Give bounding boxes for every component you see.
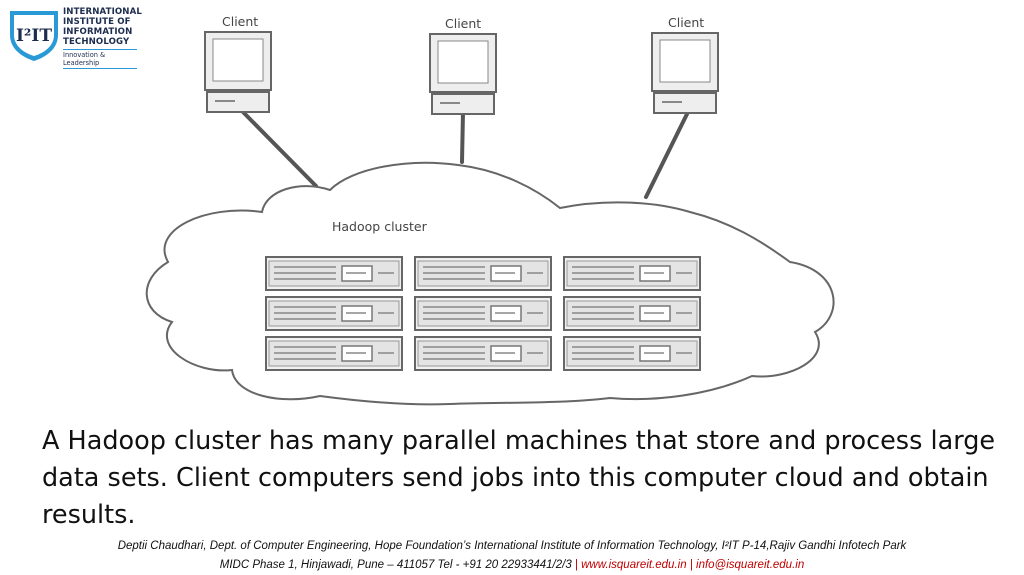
server-unit-icon <box>563 296 701 331</box>
logo-line-2: INSTITUTE OF <box>63 17 131 27</box>
footer-separator: | <box>574 559 578 571</box>
client-label: Client <box>668 15 704 30</box>
slide-caption: A Hadoop cluster has many parallel machi… <box>42 426 996 530</box>
client-label: Client <box>222 14 258 29</box>
slide-footer: Deptii Chaudhari, Dept. of Computer Engi… <box>0 537 1024 575</box>
server-grid <box>265 256 701 371</box>
connection-line <box>460 110 465 164</box>
logo-line-4: TECHNOLOGY <box>63 37 130 47</box>
i2it-logo-mark-icon: I²IT <box>10 11 58 61</box>
footer-line-1: Deptii Chaudhari, Dept. of Computer Engi… <box>117 540 907 552</box>
footer-line-2: MIDC Phase 1, Hinjawadi, Pune – 411057 T… <box>0 556 1024 575</box>
hadoop-cluster-diagram: Hadoop cluster Client Client Client <box>145 14 835 406</box>
server-unit-icon <box>414 336 552 371</box>
footer-separator: | <box>689 559 693 571</box>
logo-mark-text: I²IT <box>16 26 52 46</box>
server-unit-icon <box>265 336 403 371</box>
footer-address: MIDC Phase 1, Hinjawadi, Pune – 411057 T… <box>219 559 575 571</box>
cluster-label: Hadoop cluster <box>332 219 428 234</box>
server-unit-icon <box>414 296 552 331</box>
server-unit-icon <box>414 256 552 291</box>
logo-tagline: Innovation & Leadership <box>63 49 137 69</box>
screen <box>437 40 489 84</box>
logo-text: INTERNATIONAL INSTITUTE OF INFORMATION T… <box>63 7 145 69</box>
server-unit-icon <box>563 336 701 371</box>
client-connections <box>241 110 690 199</box>
server-unit-icon <box>563 256 701 291</box>
footer-website-link[interactable]: www.isquareit.edu.in <box>581 559 687 571</box>
connection-line <box>644 110 690 199</box>
server-unit-icon <box>265 256 403 291</box>
logo-line-3: INFORMATION <box>63 27 133 37</box>
client-computer: Client <box>651 15 719 114</box>
cpu-box-icon <box>653 92 717 114</box>
client-computer: Client <box>429 16 497 115</box>
cpu-box-icon <box>206 91 270 113</box>
cpu-box-icon <box>431 93 495 115</box>
logo-line-1: INTERNATIONAL <box>63 7 142 17</box>
server-unit-icon <box>265 296 403 331</box>
footer-email-link[interactable]: info@isquareit.edu.in <box>696 559 805 571</box>
screen <box>212 38 264 82</box>
client-label: Client <box>445 16 481 31</box>
connection-line <box>241 110 318 188</box>
client-computer: Client <box>204 14 272 113</box>
screen <box>659 39 711 83</box>
institute-logo: I²IT INTERNATIONAL INSTITUTE OF INFORMAT… <box>6 5 146 69</box>
